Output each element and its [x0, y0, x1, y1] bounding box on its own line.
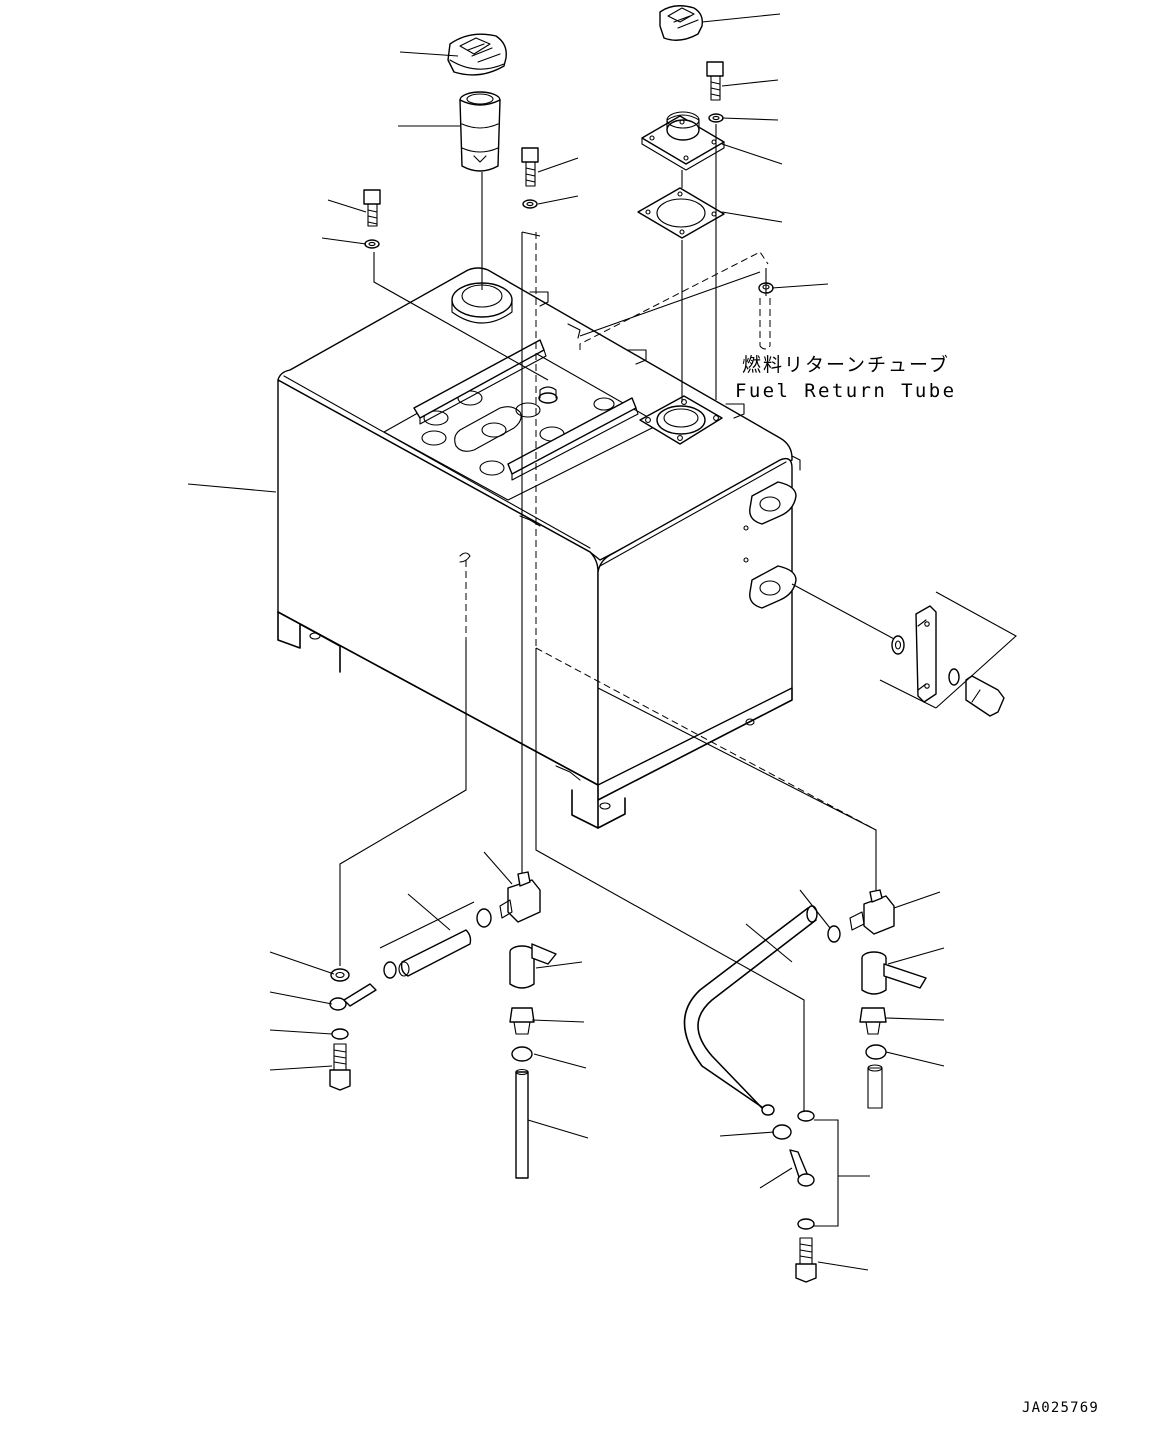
filler-cap-left	[447, 33, 507, 76]
filler-cap-right	[659, 5, 704, 41]
drain-parts-left	[329, 871, 557, 1179]
leader-lines	[187, 13, 945, 1271]
flange-and-gasket	[637, 111, 725, 239]
fuel-tank	[277, 267, 801, 829]
assembly-lines	[339, 124, 897, 1112]
drain-parts-right	[683, 889, 927, 1283]
gauge-bracket-parts	[879, 591, 1017, 717]
fuel-return-tube-label-en: Fuel Return Tube	[735, 380, 956, 402]
fuel-return-tube	[759, 298, 771, 350]
bolts-washers-top	[363, 61, 774, 294]
drawing-code: JA025769	[1022, 1400, 1099, 1416]
fuel-return-tube-label-jp: 燃料リターンチューブ	[742, 353, 950, 376]
filler-neck-strainer	[459, 91, 501, 172]
